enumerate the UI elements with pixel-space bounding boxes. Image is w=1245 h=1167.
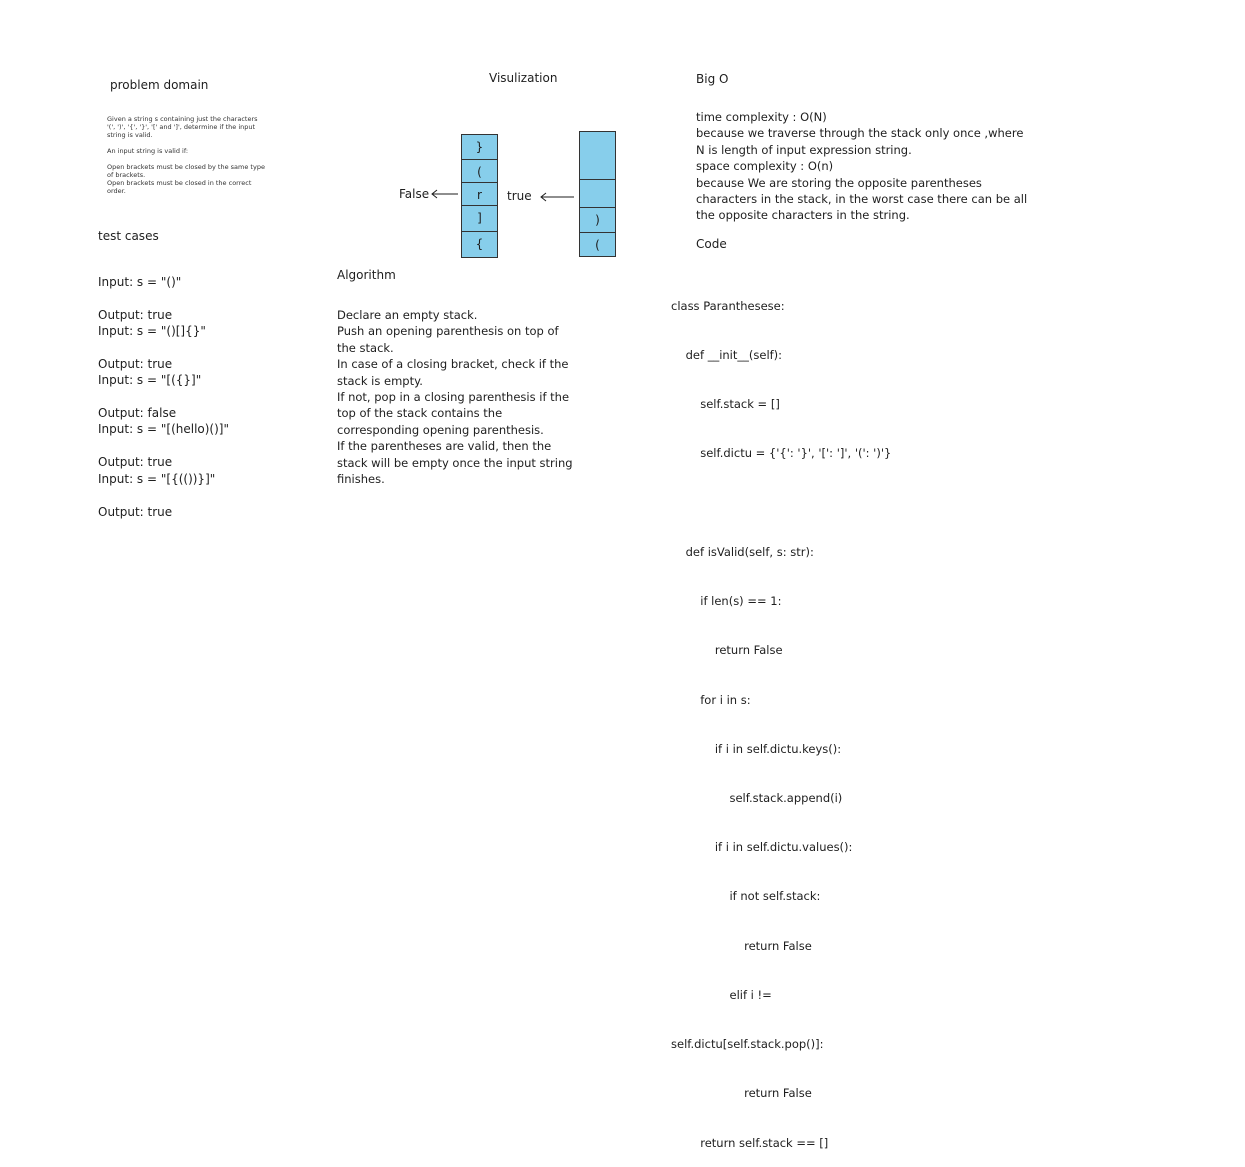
test-cases-title: test cases [98,229,159,243]
code-line: def isValid(self, s: str): [671,544,814,559]
test-output: Output: true [98,356,173,371]
bigo-text: time complexity : O(N) because we traver… [696,110,1028,223]
test-input: Input: s = "[{(())}]" [98,471,216,486]
stack-cell: ( [461,159,498,183]
code-line: self.dictu[self.stack.pop()]: [671,1037,824,1052]
test-output: Output: false [98,405,177,420]
stack-cell [579,131,616,180]
test-output: Output: true [98,307,173,322]
test-input: Input: s = "[(hello)()]" [98,421,229,436]
code-line: if not self.stack: [671,889,821,904]
test-case: Input: s = "()" Output: true [98,257,181,340]
problem-description: Given a string s containing just the cha… [107,115,265,195]
problem-domain-title: problem domain [110,78,209,92]
code-line: return self.stack == [] [671,1135,829,1150]
true-label: true [507,189,532,203]
test-output: Output: true [98,454,173,469]
code-line: self.stack = [] [671,397,780,412]
test-case: Input: s = "[{(())}]" Output: true [98,454,215,537]
bigo-title: Big O [696,72,729,86]
stack-cell: ( [579,232,616,257]
algorithm-text: Declare an empty stack. Push an opening … [337,308,573,487]
stack-cell [579,179,616,208]
code-line: self.stack.append(i) [671,790,843,805]
code-line: def __init__(self): [671,348,783,363]
test-output: Output: true [98,504,173,519]
code-line: for i in s: [671,692,751,707]
stack-cell: { [461,231,498,258]
stack-cell: r [461,182,498,206]
code-line: elif i != [671,987,772,1002]
algorithm-title: Algorithm [337,268,396,282]
code-line: self.dictu = {'{': '}', '[': ']', '(': '… [671,446,892,461]
code-title: Code [696,237,727,251]
code-line: if i in self.dictu.keys(): [671,741,842,756]
code-line: if i in self.dictu.values(): [671,840,853,855]
arrowhead-icon [431,189,438,199]
code-line: return False [671,938,812,953]
arrows [431,189,574,202]
code-line: return False [671,643,783,658]
code-block: class Paranthesese: def __init__(self): … [671,265,891,1167]
visualization-title: Visulization [489,71,558,85]
test-case: Input: s = "[({}]" Output: false [98,355,201,438]
test-input: Input: s = "()[]{}" [98,323,206,338]
code-line: return False [671,1086,812,1101]
code-line: class Paranthesese: [671,298,785,313]
test-input: Input: s = "()" [98,274,182,289]
stack-cell: ] [461,205,498,232]
code-line [671,495,891,511]
false-label: False [399,187,430,201]
test-case: Input: s = "[(hello)()]" Output: true [98,404,229,487]
stack-cell: } [461,134,498,160]
code-line: if len(s) == 1: [671,594,782,609]
arrowhead-icon [540,192,547,202]
test-case: Input: s = "()[]{}" Output: true [98,306,206,389]
test-input: Input: s = "[({}]" [98,372,202,387]
